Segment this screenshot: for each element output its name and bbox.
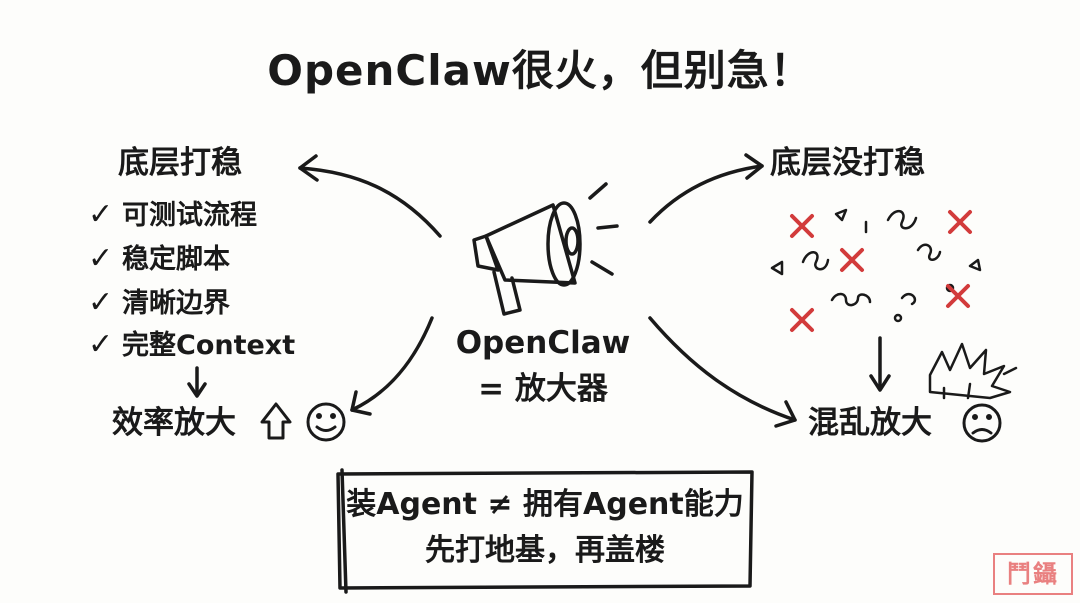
checklist-item: ✓完整Context [88, 327, 296, 362]
page-title: OpenClaw很火，但别急！ [267, 46, 813, 95]
sad-face-icon [962, 403, 1002, 443]
arrow-to-right-heading [648, 153, 764, 224]
message-box [336, 468, 754, 594]
check-icon: ✓ [88, 327, 114, 362]
megaphone-icon [472, 182, 619, 316]
smiley-icon [306, 402, 346, 442]
center-label-name: OpenClaw [455, 325, 631, 361]
arrow-to-right-result [648, 316, 797, 428]
right-result: 混乱放大 [808, 405, 932, 441]
center-label-role: = 放大器 [478, 371, 608, 407]
checklist-item: ✓清晰边界 [88, 285, 230, 320]
right-heading: 底层没打稳 [770, 145, 925, 181]
arrow-to-left-heading [298, 154, 442, 238]
check-icon: ✓ [88, 241, 114, 276]
arrow-down-right [869, 336, 891, 392]
up-arrow-icon [260, 402, 292, 440]
checklist-item: ✓稳定脚本 [88, 241, 230, 276]
left-heading: 底层打稳 [118, 145, 242, 181]
box-line-1: 装Agent ≠ 拥有Agent能力 [346, 487, 744, 522]
checklist-item: ✓可测试流程 [88, 197, 257, 232]
check-icon: ✓ [88, 197, 114, 232]
check-icon: ✓ [88, 285, 114, 320]
stamp-logo: 鬥鑷 [993, 553, 1073, 595]
cross-icons [790, 210, 972, 332]
box-line-2: 先打地基，再盖楼 [425, 533, 665, 568]
left-result: 效率放大 [112, 405, 236, 441]
arrow-down-left [187, 366, 207, 398]
chaos-squiggles [770, 208, 982, 323]
arrow-to-left-result [350, 316, 434, 416]
burst-icon [928, 342, 1018, 400]
